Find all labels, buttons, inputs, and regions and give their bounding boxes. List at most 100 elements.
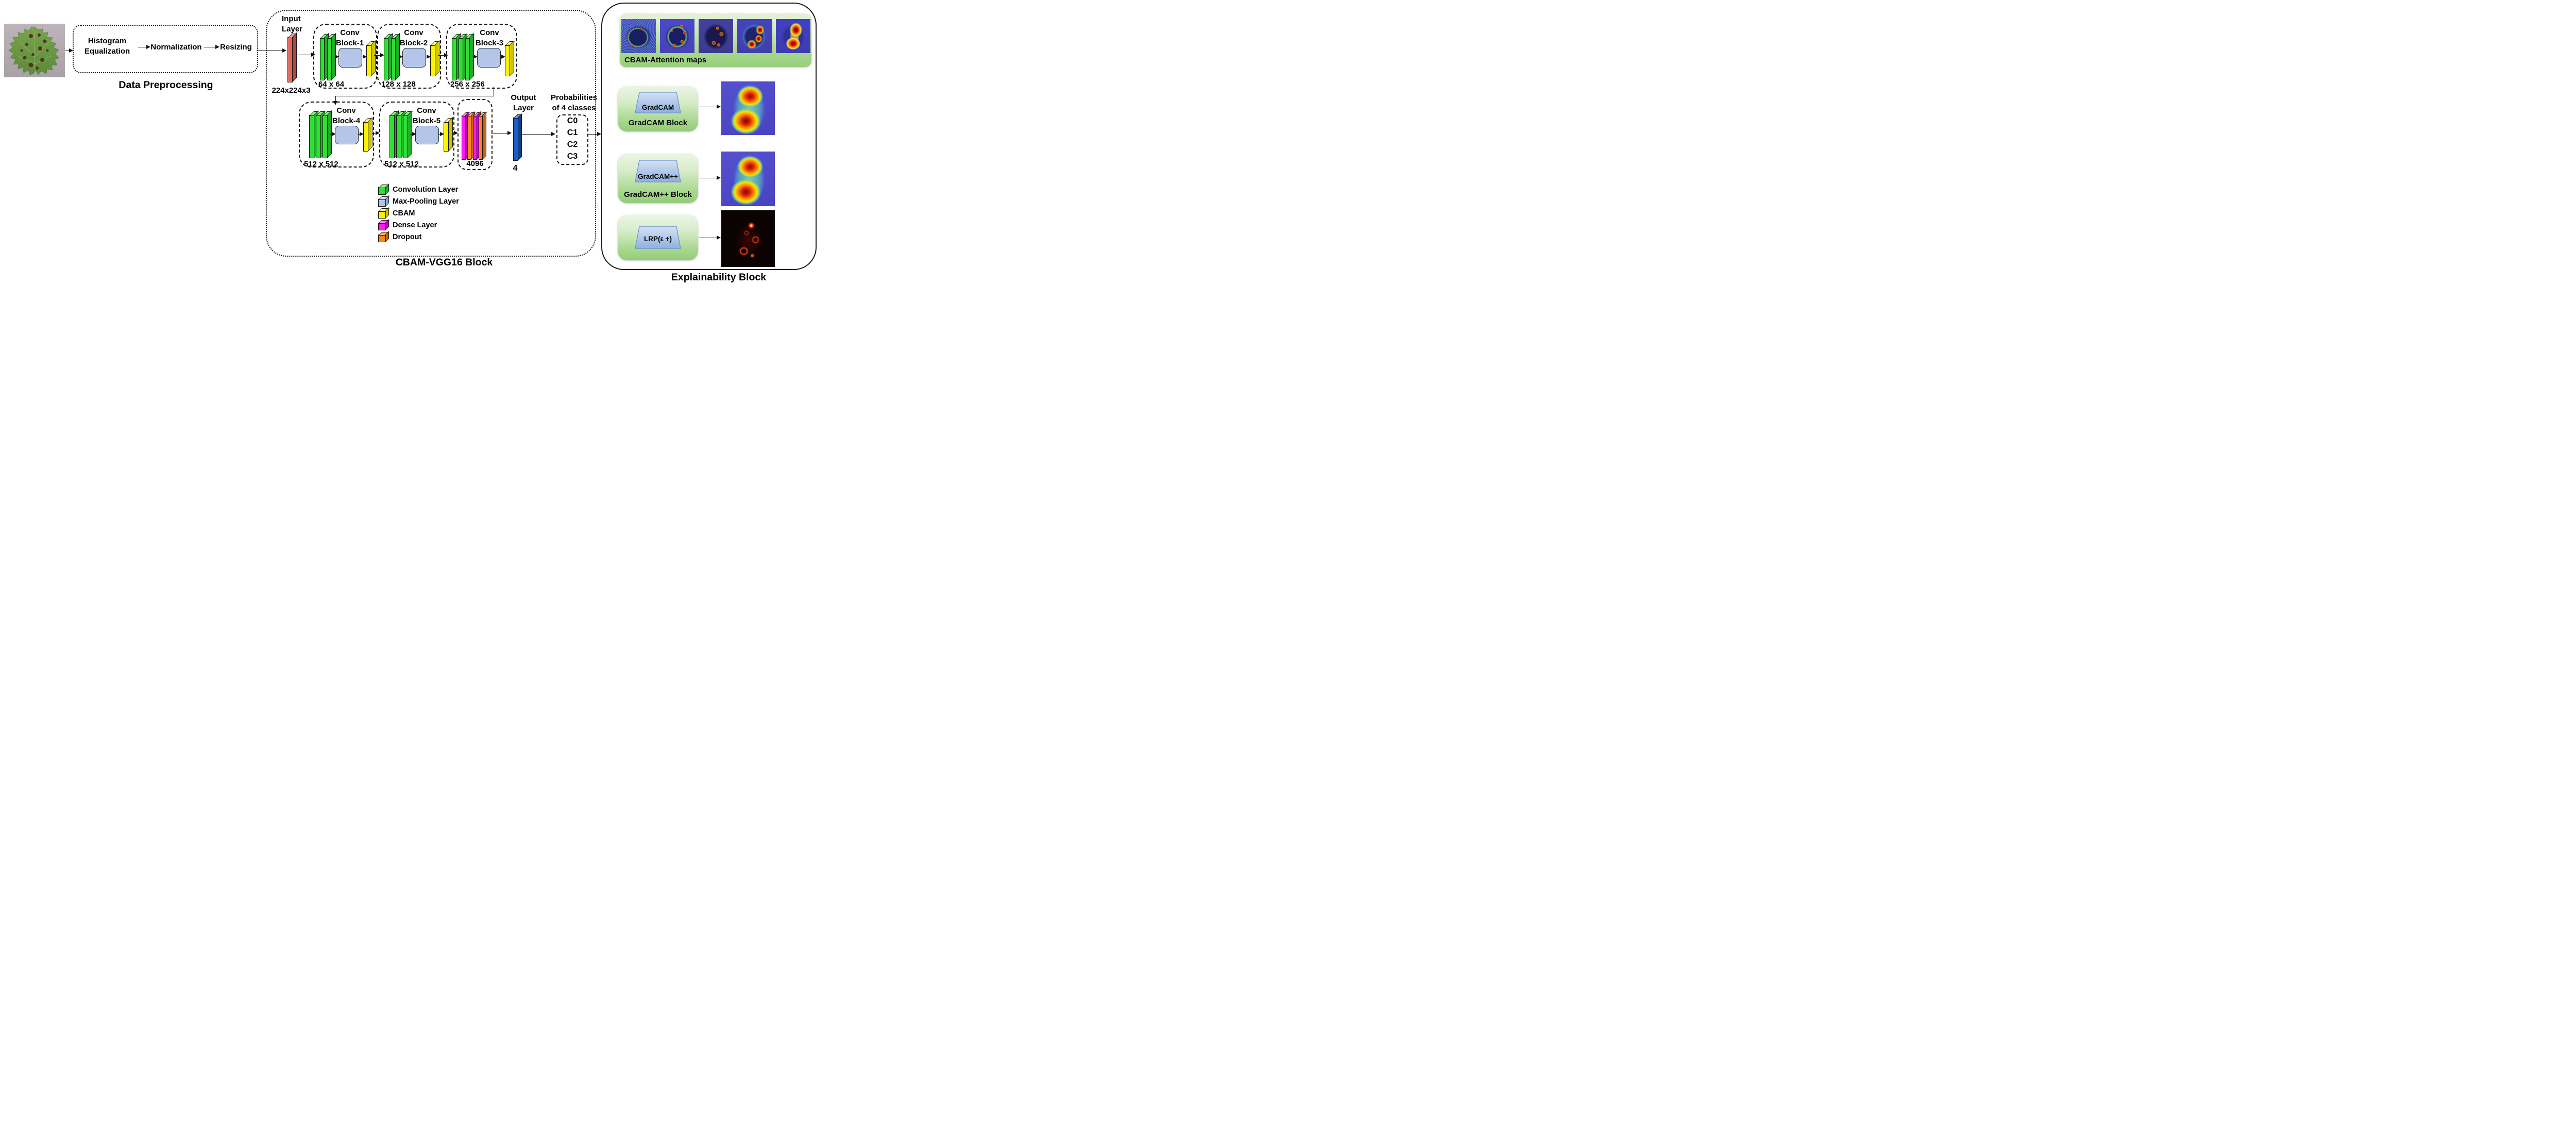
lrp-trapezoid: LRP(ε +) bbox=[635, 226, 681, 249]
dropout-legend-cube-icon bbox=[378, 235, 386, 242]
arrow-classes-to-explainability bbox=[587, 132, 601, 137]
dense-dropout-box: 4096 bbox=[457, 99, 493, 170]
dense-size-label: 4096 bbox=[466, 159, 484, 168]
input-layer-bar bbox=[287, 37, 293, 82]
dropout-bar bbox=[479, 115, 483, 160]
conv-layer-bar bbox=[389, 115, 395, 158]
maxpooling-legend-cube-icon bbox=[378, 199, 386, 207]
legend-item-cbam: CBAM bbox=[378, 207, 481, 219]
leaf-shape bbox=[8, 26, 60, 75]
gradcam-pp-trapezoid: GradCAM++ bbox=[635, 160, 681, 182]
input-shape-label: 224x224x3 bbox=[272, 86, 311, 95]
gradcam-pp-trapezoid-label: GradCAM++ bbox=[637, 173, 679, 180]
conv-block-2-label: Conv Block-2 bbox=[399, 28, 428, 47]
conv-layer-bar bbox=[396, 115, 401, 158]
dense-legend-cube-icon bbox=[378, 223, 386, 230]
connector-arrow-down bbox=[333, 96, 338, 105]
dense-layer-bar bbox=[473, 115, 477, 160]
arrow-block1-to-block2 bbox=[374, 53, 384, 58]
data-preprocessing-label: Data Preprocessing bbox=[118, 79, 213, 91]
arrow-conv-to-pool bbox=[410, 132, 416, 137]
max-pooling-box bbox=[477, 48, 501, 68]
gradcam-pp-heatmap-image bbox=[721, 152, 775, 206]
conv-layer-bar bbox=[327, 38, 332, 80]
conv-block-3-box: Conv Block-3 256 x 256 bbox=[446, 24, 517, 89]
conv-layer-bar bbox=[459, 38, 463, 80]
cbam-bar bbox=[366, 45, 371, 76]
cbam-vgg16-container bbox=[266, 10, 596, 257]
legend-label: Dense Layer bbox=[393, 221, 437, 229]
legend-label: CBAM bbox=[393, 209, 415, 217]
conv-layer-bar bbox=[384, 38, 388, 80]
class-c3: C3 bbox=[567, 152, 578, 161]
legend-item-maxpooling: Max-Pooling Layer bbox=[378, 195, 481, 207]
max-pooling-box bbox=[338, 48, 362, 68]
conv-layer-bar bbox=[316, 115, 321, 158]
explainability-container bbox=[601, 3, 817, 270]
gradcam-trapezoid: GradCAM bbox=[635, 92, 681, 113]
output-size-label: 4 bbox=[513, 164, 518, 173]
gradcam-pp-block-label: GradCAM++ Block bbox=[624, 190, 692, 199]
class-c1: C1 bbox=[567, 128, 578, 137]
conv-block-1-box: Conv Block-1 64 x 64 bbox=[313, 24, 377, 89]
class-c2: C2 bbox=[567, 140, 578, 149]
conv-block-3-size: 256 x 256 bbox=[450, 80, 485, 89]
input-layer-label: Input Layer bbox=[282, 14, 303, 34]
conv-layer-bar bbox=[309, 115, 314, 158]
legend-label: Dropout bbox=[393, 233, 422, 241]
cbam-bar bbox=[430, 45, 435, 76]
conv-block-4-box: Conv Block-4 512 x 512 bbox=[299, 102, 374, 169]
legend-label: Max-Pooling Layer bbox=[393, 197, 459, 206]
conv-block-1-size: 64 x 64 bbox=[318, 80, 345, 89]
conv-block-5-size: 512 x 512 bbox=[384, 160, 419, 169]
legend-label: Convolution Layer bbox=[393, 186, 459, 194]
step-normalization: Normalization bbox=[150, 43, 202, 52]
cbam-bar bbox=[505, 45, 510, 76]
legend-item-dense: Dense Layer bbox=[378, 219, 481, 230]
conv-layer-bar bbox=[403, 115, 408, 158]
conv-block-4-label: Conv Block-4 bbox=[332, 106, 361, 125]
arrow-pool-to-cbam bbox=[438, 132, 444, 137]
attention-map-4 bbox=[737, 19, 772, 53]
gradcam-heatmap-image bbox=[721, 81, 775, 135]
arrow-conv-to-pool bbox=[330, 132, 336, 137]
data-preprocessing-box bbox=[73, 25, 258, 73]
lrp-relevance-image bbox=[721, 210, 775, 267]
cbam-vgg16-label: CBAM-VGG16 Block bbox=[395, 257, 493, 268]
cbam-legend-cube-icon bbox=[378, 211, 386, 219]
output-layer-bar bbox=[513, 118, 518, 161]
conv-block-2-box: Conv Block-2 128 x 128 bbox=[377, 24, 441, 89]
cbam-bar bbox=[444, 122, 449, 152]
conv-layer-bar bbox=[465, 38, 470, 80]
lrp-box: LRP(ε +) bbox=[618, 215, 698, 260]
attention-map-1 bbox=[621, 19, 656, 53]
legend-item-dropout: Dropout bbox=[378, 231, 481, 242]
legend-item-convolution: Convolution Layer bbox=[378, 183, 481, 195]
dense-layer-bar bbox=[462, 115, 466, 160]
attention-map-3 bbox=[699, 19, 733, 53]
max-pooling-box bbox=[402, 48, 426, 68]
leaf-photo bbox=[4, 24, 65, 77]
gradcam-pp-box: GradCAM++ GradCAM++ Block bbox=[618, 154, 698, 203]
probabilities-title: Probabilities of 4 classes bbox=[550, 93, 598, 112]
attention-map-2 bbox=[660, 19, 694, 53]
class-c0: C0 bbox=[567, 116, 578, 125]
max-pooling-box bbox=[415, 126, 439, 144]
conv-block-1-label: Conv Block-1 bbox=[335, 28, 364, 47]
gradcam-box: GradCAM GradCAM Block bbox=[618, 86, 698, 131]
attention-map-5 bbox=[776, 19, 810, 53]
figure-canvas: Histogram Equalization Normalization Res… bbox=[0, 0, 833, 284]
convolution-legend-cube-icon bbox=[378, 187, 386, 195]
conv-block-5-box: Conv Block-5 512 x 512 bbox=[379, 102, 454, 169]
lrp-trapezoid-label: LRP(ε +) bbox=[643, 235, 672, 243]
conv-block-4-size: 512 x 512 bbox=[304, 160, 338, 169]
conv-layer-bar bbox=[320, 38, 325, 80]
max-pooling-box bbox=[335, 126, 359, 144]
cbam-bar bbox=[363, 122, 368, 152]
conv-block-2-size: 128 x 128 bbox=[381, 80, 416, 89]
gradcam-trapezoid-label: GradCAM bbox=[641, 104, 674, 111]
conv-layer-bar bbox=[452, 38, 456, 80]
step-histogram-equalization: Histogram Equalization bbox=[84, 37, 130, 56]
conv-layer-bar bbox=[323, 115, 328, 158]
step-resizing: Resizing bbox=[220, 43, 252, 52]
